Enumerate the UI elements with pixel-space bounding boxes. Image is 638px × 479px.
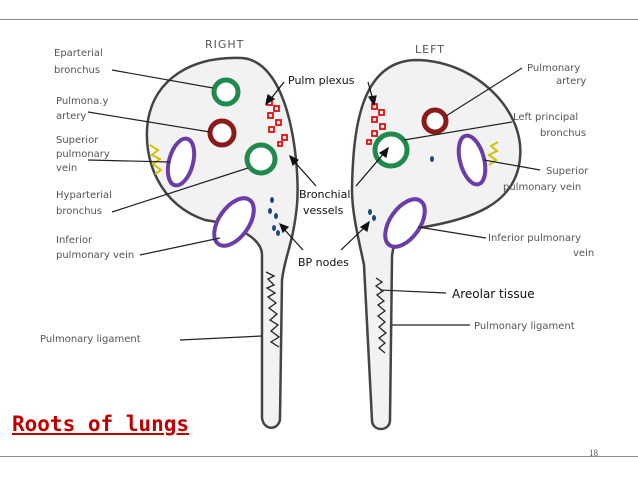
- left-lymph-node-marks: [487, 141, 499, 166]
- slide-title: Roots of lungs: [12, 412, 190, 436]
- label-right-pulm-artery-1: Pulmona.y: [56, 96, 108, 107]
- right-areolar-scribble: [265, 271, 281, 348]
- label-left-sup-vein-1: Superior: [546, 166, 589, 177]
- left-leader-lines: [379, 67, 541, 326]
- label-hyparterial-2: bronchus: [56, 206, 102, 217]
- right-pulmonary-artery: [207, 118, 237, 148]
- label-left-pulm-artery-1: Pulmonary: [527, 63, 580, 74]
- label-eparterial-bronchus-2: bronchus: [54, 65, 100, 76]
- label-right-ligament: Pulmonary ligament: [40, 334, 141, 345]
- label-left-principal-2: bronchus: [540, 128, 586, 139]
- label-hyparterial-1: Hyparterial: [56, 190, 112, 201]
- label-left-principal-1: Left principal: [513, 112, 578, 123]
- right-inferior-pulmonary-vein: [212, 196, 256, 248]
- label-right-pulm-artery-2: artery: [56, 111, 86, 122]
- left-pulm-plexus: [366, 103, 386, 145]
- label-left-inf-vein-2: vein: [573, 248, 594, 259]
- label-left-inf-vein-1: Inferior pulmonary: [488, 233, 581, 244]
- left-pulmonary-artery: [421, 107, 449, 135]
- right-leader-lines: [87, 69, 263, 341]
- left-principal-bronchus: [372, 131, 410, 169]
- label-bronchial-2: vessels: [303, 204, 344, 217]
- label-right-inf-vein-1: Inferior: [56, 235, 93, 246]
- right-hyparterial-bronchus: [244, 142, 278, 176]
- label-bp-nodes: BP nodes: [298, 256, 349, 269]
- label-right-inf-vein-2: pulmonary vein: [56, 250, 134, 261]
- label-right-sup-vein-3: vein: [56, 163, 77, 174]
- heading-right: RIGHT: [205, 38, 244, 51]
- left-areolar-scribble: [374, 277, 388, 354]
- right-lymph-node-marks: [149, 144, 163, 175]
- page-number: 18: [589, 448, 598, 458]
- left-inferior-pulmonary-vein: [383, 197, 427, 249]
- label-pulm-plexus: Pulm plexus: [288, 74, 355, 87]
- left-superior-pulmonary-vein: [456, 133, 488, 187]
- right-bp-nodes: [268, 197, 280, 236]
- label-left-ligament: Pulmonary ligament: [474, 321, 575, 332]
- heading-left: LEFT: [415, 43, 445, 56]
- label-right-sup-vein-2: pulmonary: [56, 149, 110, 160]
- label-bronchial-1: Bronchial: [299, 188, 350, 201]
- footer-rule: [0, 456, 638, 457]
- header-rule: [0, 19, 638, 20]
- label-right-sup-vein-1: Superior: [56, 135, 99, 146]
- left-bp-nodes: [368, 156, 434, 221]
- center-arrows: [265, 81, 389, 251]
- label-eparterial-bronchus-1: Eparterial: [54, 48, 103, 59]
- label-left-sup-vein-2: pulmonary vein: [503, 182, 581, 193]
- right-eparterial-bronchus: [211, 77, 241, 107]
- label-areolar-tissue: Areolar tissue: [452, 287, 535, 301]
- right-superior-pulmonary-vein: [165, 136, 197, 188]
- label-left-pulm-artery-2: artery: [556, 76, 586, 87]
